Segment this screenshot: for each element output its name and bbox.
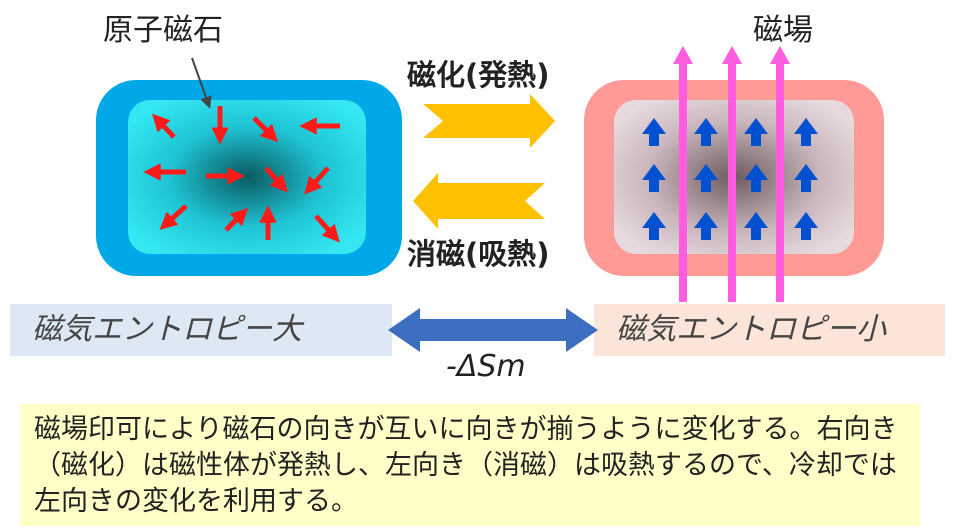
spin-arrow — [794, 164, 818, 192]
spin-arrow — [642, 164, 666, 192]
explanation-note: 磁場印可により磁石の向きが互いに向きが揃うように変化する。右向き（磁化）は磁性体… — [20, 404, 920, 526]
spin-arrow — [744, 212, 768, 240]
delta-entropy-arrow — [388, 308, 598, 352]
entropy-large-box — [10, 304, 392, 356]
delta-entropy-label: -ΔSm — [446, 349, 526, 384]
entropy-small-label: 磁気エントロピー小 — [616, 312, 886, 347]
magnetic-field-arrows — [673, 46, 790, 302]
spin-arrow — [694, 164, 718, 192]
magnetization-label: 磁化(発熱) — [407, 58, 550, 92]
demagnetize-arrow — [413, 173, 545, 229]
atomic-magnet-label: 原子磁石 — [103, 13, 223, 48]
spin-arrow — [642, 212, 666, 240]
spin-arrow — [694, 118, 718, 146]
atomic-magnet-pointer — [191, 57, 212, 109]
magnetize-arrow — [423, 94, 555, 148]
entropy-small-box — [594, 304, 945, 356]
spin-arrow — [642, 118, 666, 146]
demagnetization-label: 消磁(吸熱) — [407, 237, 550, 271]
spin-arrow — [744, 164, 768, 192]
magnetic-field-label: 磁場 — [753, 13, 813, 48]
spin-arrow — [744, 118, 768, 146]
spin-arrow — [794, 118, 818, 146]
disordered-magnet-inner — [128, 100, 366, 254]
aligned-spin-arrows — [642, 118, 818, 240]
entropy-large-label: 磁気エントロピー大 — [32, 312, 302, 347]
spin-arrow — [694, 212, 718, 240]
random-spin-arrows — [143, 106, 340, 243]
spin-arrow — [794, 212, 818, 240]
